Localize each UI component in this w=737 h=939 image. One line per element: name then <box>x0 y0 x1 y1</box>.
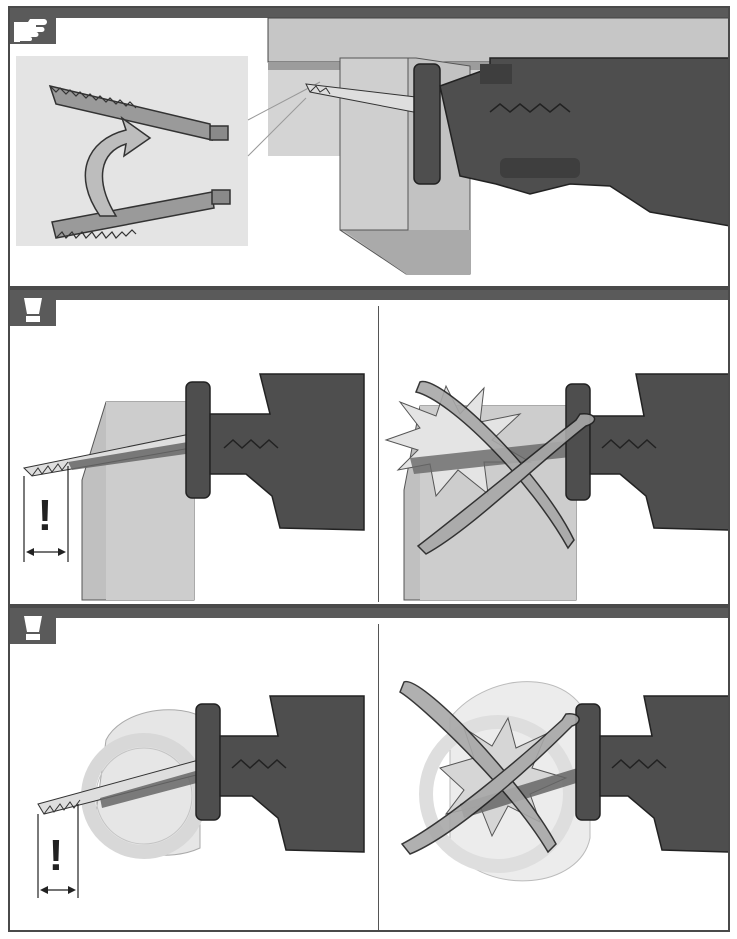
panel-pipe-cutting: ! <box>8 606 730 932</box>
blade-flip-inset <box>16 56 248 246</box>
panel-wood-cutting: ! <box>8 288 730 606</box>
correct-blade-length-pipe: ! <box>10 608 378 930</box>
attention-icon <box>10 608 56 644</box>
panel-blade-insertion <box>8 6 730 288</box>
cross-out-icon <box>414 380 596 555</box>
reciprocating-saw <box>185 373 365 531</box>
pointing-hand-icon <box>10 8 56 44</box>
panel-divider <box>378 306 379 602</box>
upper-saw-blade <box>48 84 229 141</box>
reciprocating-saw <box>565 373 728 531</box>
flip-arrow-icon <box>84 116 152 217</box>
reciprocating-saw <box>575 695 728 853</box>
attention-icon <box>10 290 56 326</box>
exclamation-mark: ! <box>38 491 53 540</box>
correct-blade-length-wood: ! <box>10 290 378 604</box>
warning-exclamation-icon: ! <box>37 804 79 898</box>
saw-cutting-beam <box>10 8 728 286</box>
cross-out-icon <box>399 681 580 855</box>
incorrect-blade-length-pipe <box>380 608 728 930</box>
warning-exclamation-icon: ! <box>23 466 69 562</box>
lower-saw-blade <box>51 189 231 239</box>
exclamation-mark: ! <box>49 831 64 880</box>
reciprocating-saw <box>195 695 365 853</box>
panel-header-bar <box>10 290 728 300</box>
incorrect-blade-length-wood <box>380 290 728 604</box>
panel-header-bar <box>10 8 728 18</box>
panel-divider <box>378 624 379 930</box>
reciprocating-saw <box>413 57 728 227</box>
panel-header-bar <box>10 608 728 618</box>
